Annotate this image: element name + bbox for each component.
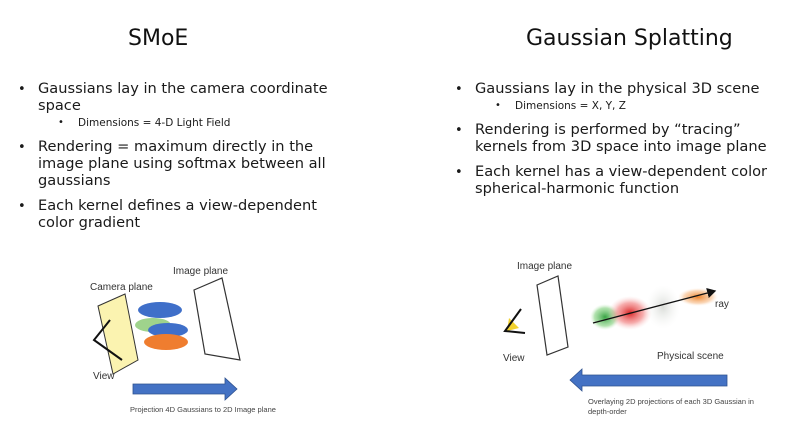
image-plane-label: Image plane bbox=[517, 261, 573, 272]
smoe-diagram-caption: Projection 4D Gaussians to 2D Image plan… bbox=[130, 405, 276, 414]
image-plane-shape bbox=[193, 277, 241, 361]
gaussian-splatting-title: Gaussian Splatting bbox=[526, 26, 733, 51]
camera-plane-label: Camera plane bbox=[90, 282, 153, 293]
orange-gaussian bbox=[678, 288, 718, 306]
bullet-text: Rendering = maximum directly in the imag… bbox=[38, 138, 326, 189]
gs-diagram-caption: Overlaying 2D projections of each 3D Gau… bbox=[588, 397, 754, 417]
bullet-dot-icon: • bbox=[18, 82, 26, 97]
smoe-diagram: Image plane Camera plane View Projection… bbox=[80, 262, 340, 422]
blue-gaussian-bottom bbox=[148, 323, 188, 337]
smoe-column: SMoE • Gaussians lay in the camera coord… bbox=[18, 26, 340, 422]
gs-caption-line-2: depth-order bbox=[588, 407, 627, 416]
view-label: View bbox=[503, 353, 525, 364]
sub-bullet-text: Dimensions = X, Y, Z bbox=[515, 100, 626, 112]
bullet-text: Gaussians lay in the camera coordinate s… bbox=[38, 80, 328, 114]
ray-label: ray bbox=[715, 299, 729, 310]
smoe-sub-bullet: • Dimensions = 4-D Light Field bbox=[58, 116, 328, 130]
image-plane-label: Image plane bbox=[173, 266, 229, 277]
smoe-sub-list: • Dimensions = 4-D Light Field bbox=[38, 116, 328, 130]
ray-arrow-icon bbox=[592, 287, 717, 324]
view-angle-icon bbox=[503, 308, 526, 334]
view-label: View bbox=[93, 371, 115, 382]
bullet-dot-icon: • bbox=[18, 140, 26, 155]
image-plane-shape bbox=[536, 275, 569, 356]
gs-bullet-2: • Rendering is performed by “tracing” ke… bbox=[455, 121, 795, 155]
overlay-arrow-icon bbox=[569, 368, 728, 392]
orange-gaussian bbox=[144, 334, 188, 350]
smoe-diagram-svg bbox=[92, 277, 241, 401]
camera-plane-shape bbox=[97, 293, 139, 375]
smoe-bullet-2: • Rendering = maximum directly in the im… bbox=[18, 138, 328, 189]
gs-bullet-1: • Gaussians lay in the physical 3D scene… bbox=[455, 80, 795, 113]
gs-bullet-list: • Gaussians lay in the physical 3D scene… bbox=[455, 80, 795, 205]
smoe-bullet-1: • Gaussians lay in the camera coordinate… bbox=[18, 80, 328, 130]
projection-arrow-icon bbox=[132, 377, 238, 401]
gs-bullet-3: • Each kernel has a view-dependent color… bbox=[455, 163, 795, 197]
gs-sub-bullet: • Dimensions = X, Y, Z bbox=[495, 99, 795, 113]
smoe-title: SMoE bbox=[128, 26, 189, 51]
view-angle-icon bbox=[92, 319, 123, 361]
gs-caption-line-1: Overlaying 2D projections of each 3D Gau… bbox=[588, 397, 754, 406]
bullet-dot-icon: • bbox=[455, 82, 463, 97]
gs-sub-list: • Dimensions = X, Y, Z bbox=[475, 99, 795, 113]
gs-diagram: Image plane View ray Physical scene Over… bbox=[495, 255, 795, 435]
bullet-dot-icon: • bbox=[455, 165, 463, 180]
view-camera-icon bbox=[507, 318, 519, 331]
bullet-dot-icon: • bbox=[58, 117, 64, 128]
gs-diagram-svg bbox=[503, 275, 728, 392]
sub-bullet-text: Dimensions = 4-D Light Field bbox=[78, 117, 231, 129]
bullet-text: Gaussians lay in the physical 3D scene bbox=[475, 80, 760, 97]
bullet-dot-icon: • bbox=[18, 199, 26, 214]
blue-gaussian-top bbox=[138, 302, 182, 318]
smoe-bullet-3: • Each kernel defines a view-dependent c… bbox=[18, 197, 328, 231]
bullet-dot-icon: • bbox=[455, 123, 463, 138]
bullet-dot-icon: • bbox=[495, 100, 501, 111]
smoe-bullet-list: • Gaussians lay in the camera coordinate… bbox=[18, 80, 328, 239]
bullet-text: Each kernel defines a view-dependent col… bbox=[38, 197, 317, 231]
bullet-text: Each kernel has a view-dependent color s… bbox=[475, 163, 768, 197]
gaussian-splatting-column: Gaussian Splatting • Gaussians lay in th… bbox=[400, 0, 800, 446]
gray-gaussian bbox=[646, 285, 680, 329]
bullet-text: Rendering is performed by “tracing” kern… bbox=[475, 121, 767, 155]
physical-scene-label: Physical scene bbox=[657, 351, 724, 362]
